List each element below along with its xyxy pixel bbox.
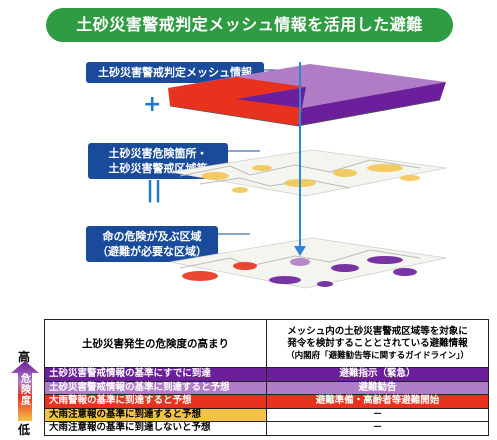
level-cell: 土砂災害警戒情報の基準にすでに到達 <box>44 367 267 382</box>
level-cell: 大雨注意報の基準に到達すると予想 <box>44 407 267 422</box>
equals-operator: || <box>146 178 163 203</box>
scale-label: 危険度 <box>21 374 31 407</box>
diagram-title: 土砂災害警戒判定メッシュ情報を活用した避難 <box>46 8 453 42</box>
scale-arrow-icon <box>11 361 39 421</box>
mesh-info-label: 土砂災害警戒判定メッシュ情報 <box>86 62 264 83</box>
danger-area-label: 命の危険が及ぶ区域 （避難が必要な区域） <box>86 226 218 262</box>
table-header-level: 土砂災害発生の危険度の高まり <box>44 319 267 368</box>
response-cell: 避難準備・高齢者等避難開始 <box>266 394 489 409</box>
response-cell: － <box>266 407 489 422</box>
level-cell: 土砂災害警戒情報の基準に到達すると予想 <box>44 380 267 395</box>
danger-area-line1: 命の危険が及ぶ区域 <box>102 230 202 243</box>
scale-high-label: 高 <box>18 350 31 364</box>
danger-scale: 高 危険度 低 <box>10 348 40 437</box>
header-response-line2: 発令を検討することとされている避難情報 <box>287 337 468 349</box>
level-cell: 大雨注意報の基準に到達しないと予想 <box>44 421 267 436</box>
table-row: 大雨注意報の基準に到達すると予想 － <box>44 407 489 422</box>
hazard-area-line1: 土砂災害危険箇所・ <box>108 147 208 160</box>
table-row: 大雨警報の基準に到達すると予想 避難準備・高齢者等避難開始 <box>44 394 489 409</box>
table-header-response: メッシュ内の土砂災害警戒区域等を対象に 発令を検討することとされている避難情報 … <box>266 319 489 368</box>
map-layers <box>168 62 447 289</box>
mesh-cell-red-top <box>168 77 306 99</box>
danger-map-layer <box>169 237 447 289</box>
mesh-cell-warning <box>168 88 302 126</box>
plus-operator: + <box>143 92 162 117</box>
header-response-line3: （内閣府「避難勧告等に関するガイドライン」） <box>286 350 469 361</box>
scale-low-label: 低 <box>18 423 31 437</box>
table-row: 大雨注意報の基準に到達しないと予想 － <box>44 421 489 436</box>
response-cell: 避難指示（緊急） <box>266 367 489 382</box>
mesh-layer <box>168 64 446 127</box>
flow-arrow-head <box>294 246 306 256</box>
response-cell: 避難勧告 <box>266 380 489 395</box>
table-row: 土砂災害警戒情報の基準に到達すると予想 避難勧告 <box>44 380 489 395</box>
mesh-cell-emergency <box>298 82 446 126</box>
mesh-cell-emergency-mid <box>236 87 306 108</box>
table-row: 土砂災害警戒情報の基準にすでに到達 避難指示（緊急） <box>44 367 489 382</box>
header-response-line1: メッシュ内の土砂災害警戒区域等を対象に <box>287 325 468 337</box>
danger-area-line2: （避難が必要な区域） <box>97 245 207 258</box>
mesh-info-text: 土砂災害警戒判定メッシュ情報 <box>98 66 252 79</box>
level-cell: 大雨警報の基準に到達すると予想 <box>44 394 267 409</box>
response-cell: － <box>266 421 489 436</box>
hazard-area-label: 土砂災害危険箇所・ 土砂災害警戒区域等 <box>88 143 228 179</box>
risk-table: 土砂災害発生の危険度の高まり メッシュ内の土砂災害警戒区域等を対象に 発令を検討… <box>44 319 489 436</box>
hazard-map-layer <box>169 149 447 197</box>
